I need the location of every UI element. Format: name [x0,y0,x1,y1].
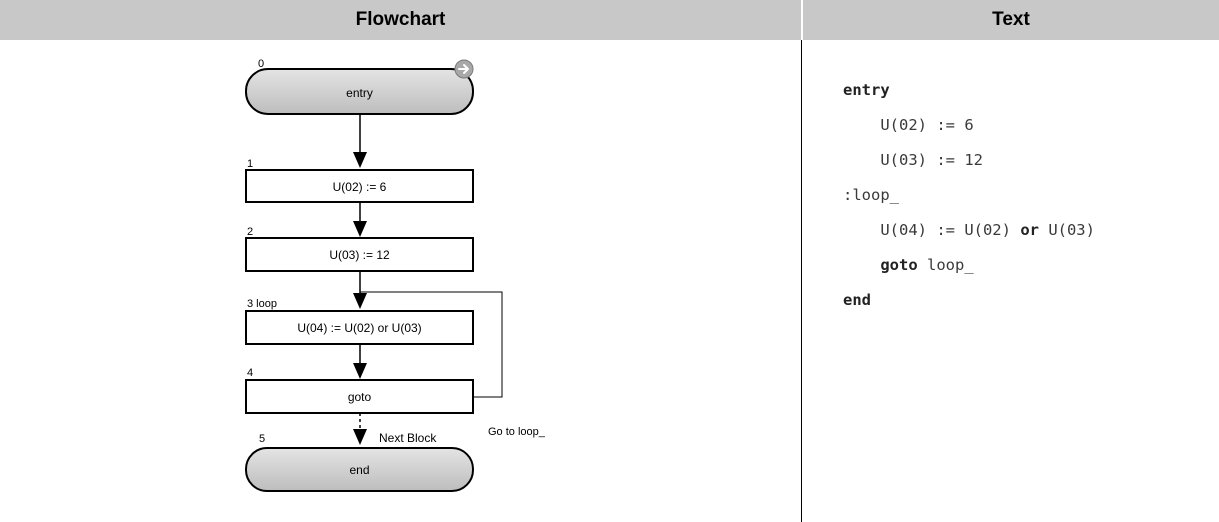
code-text [843,256,880,274]
code-listing: entry U(02) := 6 U(03) := 12 :loop_ U(04… [843,64,1095,327]
end-terminal[interactable] [245,447,474,492]
text-column-header: Text [992,9,1030,30]
table-header-row: Flowchart Text [0,0,1219,40]
connector-3-to-4 [353,344,367,379]
node-index-1: 1 [247,158,253,170]
code-keyword: entry [843,80,890,99]
header-divider [801,0,803,40]
code-keyword: end [843,290,871,309]
process-label-2: U(03) := 12 [329,248,390,262]
goto-label: goto [348,390,372,404]
entry-label: entry [346,86,373,100]
code-keyword: goto [880,255,918,274]
arrow-right-circle-icon [454,59,474,79]
loop-back-connector [360,291,503,398]
node-index-5: 5 [259,433,265,445]
code-line: goto loop_ [843,255,1095,275]
code-line: :loop_ [843,185,899,204]
connector-4-to-5 [353,413,367,445]
code-keyword: or [1020,220,1039,239]
goto-annotation: Go to loop_ [488,426,546,438]
connector-entry-to-1 [353,114,367,168]
flowchart-column-header: Flowchart [355,9,446,30]
code-line: U(02) := 6 [843,115,974,134]
process-label-3: U(04) := U(02) or U(03) [297,321,421,335]
process-label-1: U(02) := 6 [333,180,387,194]
connector-2-to-3 [353,271,367,309]
node-index-2: 2 [247,226,253,238]
goto-box[interactable] [245,379,474,414]
connector-1-to-2 [353,202,367,237]
code-text: U(03) [1038,220,1095,239]
code-line: entry [843,80,1095,100]
node-index-0: 0 [258,58,264,70]
column-divider [801,40,802,522]
code-text: loop_ [917,255,974,274]
node-index-4: 4 [247,367,253,379]
code-line: end [843,290,1095,310]
next-block-label: Next Block [379,431,437,445]
node-index-3: 3 loop [247,298,277,310]
code-line: U(04) := U(02) or U(03) [843,220,1095,240]
code-text: U(04) := U(02) [843,220,1021,239]
code-line: U(03) := 12 [843,150,983,169]
flowchart-diagram: 0 entry 1 U(02) := 6 2 U(03) := 12 3 loo… [245,58,546,492]
end-label: end [349,463,369,477]
